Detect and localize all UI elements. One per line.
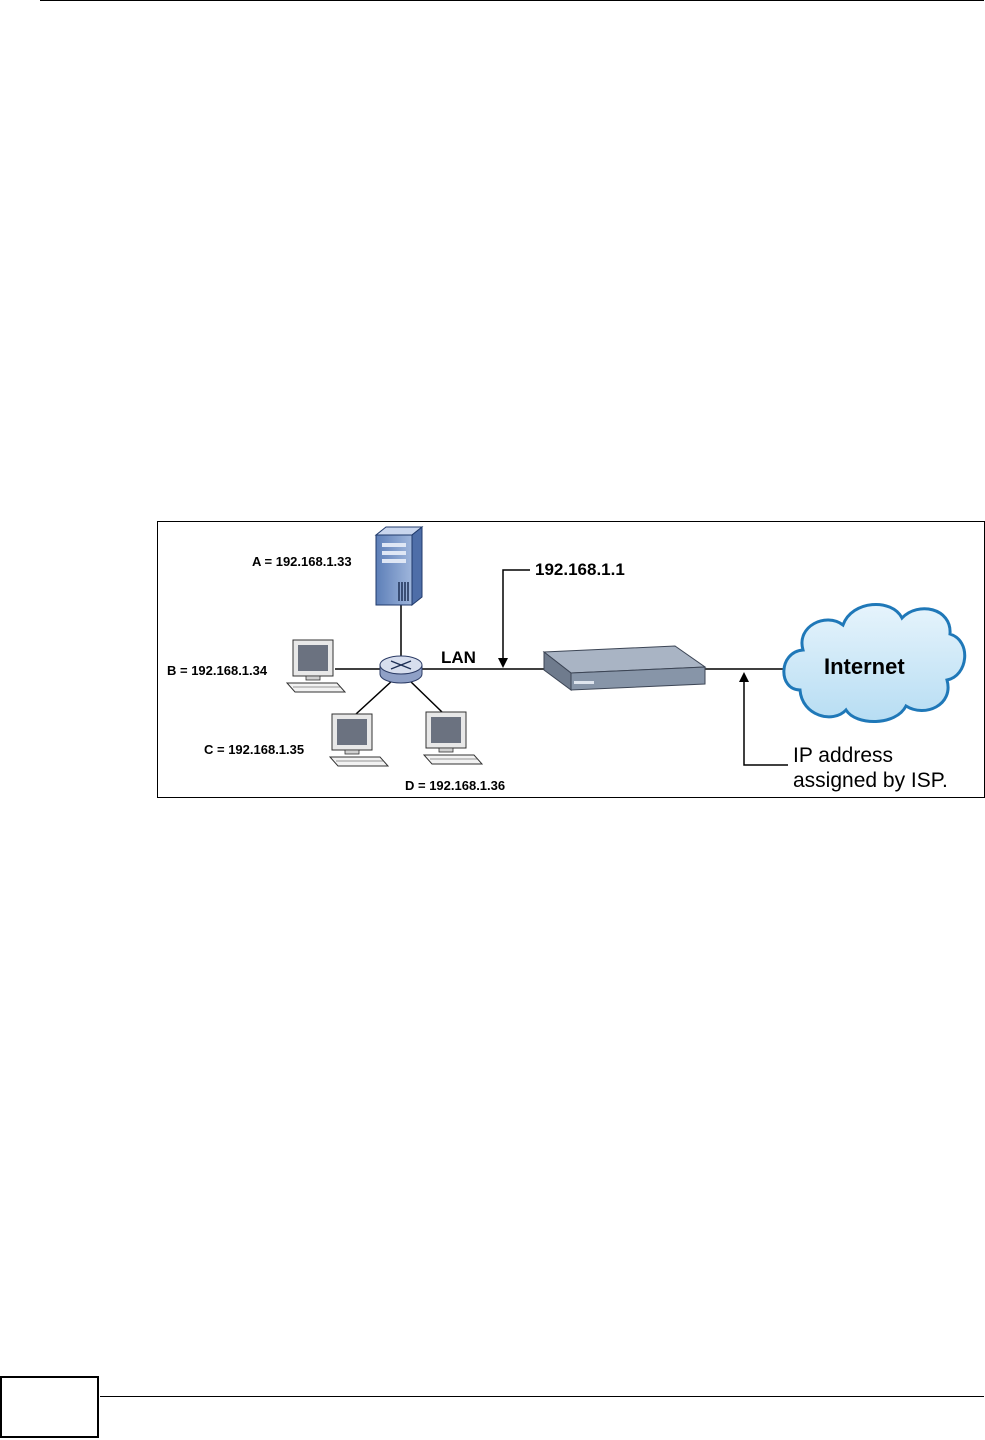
arrow-down-icon — [498, 658, 508, 668]
computer-icon-d — [424, 712, 482, 764]
isp-ip-pointer — [744, 678, 788, 765]
router-icon — [544, 646, 705, 690]
host-d-label: D = 192.168.1.36 — [405, 778, 505, 793]
computer-icon-b — [287, 640, 345, 692]
isp-note-line2: assigned by ISP. — [793, 769, 948, 792]
footer-rule — [100, 1396, 984, 1397]
server-icon — [376, 527, 422, 605]
page-number-box — [0, 1376, 99, 1438]
isp-note-line1: IP address — [793, 744, 893, 767]
router-ip-pointer — [503, 570, 530, 660]
host-c-label: C = 192.168.1.35 — [204, 742, 304, 757]
host-a-label: A = 192.168.1.33 — [252, 554, 352, 569]
computer-icon-c — [330, 714, 388, 766]
host-b-label: B = 192.168.1.34 — [167, 663, 268, 678]
link-pc-d-switch — [409, 680, 442, 712]
lan-label: LAN — [441, 648, 476, 667]
link-pc-c-switch — [356, 680, 393, 714]
switch-icon — [380, 656, 422, 683]
arrow-up-icon — [739, 672, 749, 682]
internet-label: Internet — [824, 654, 905, 679]
router-ip-label: 192.168.1.1 — [535, 560, 625, 579]
